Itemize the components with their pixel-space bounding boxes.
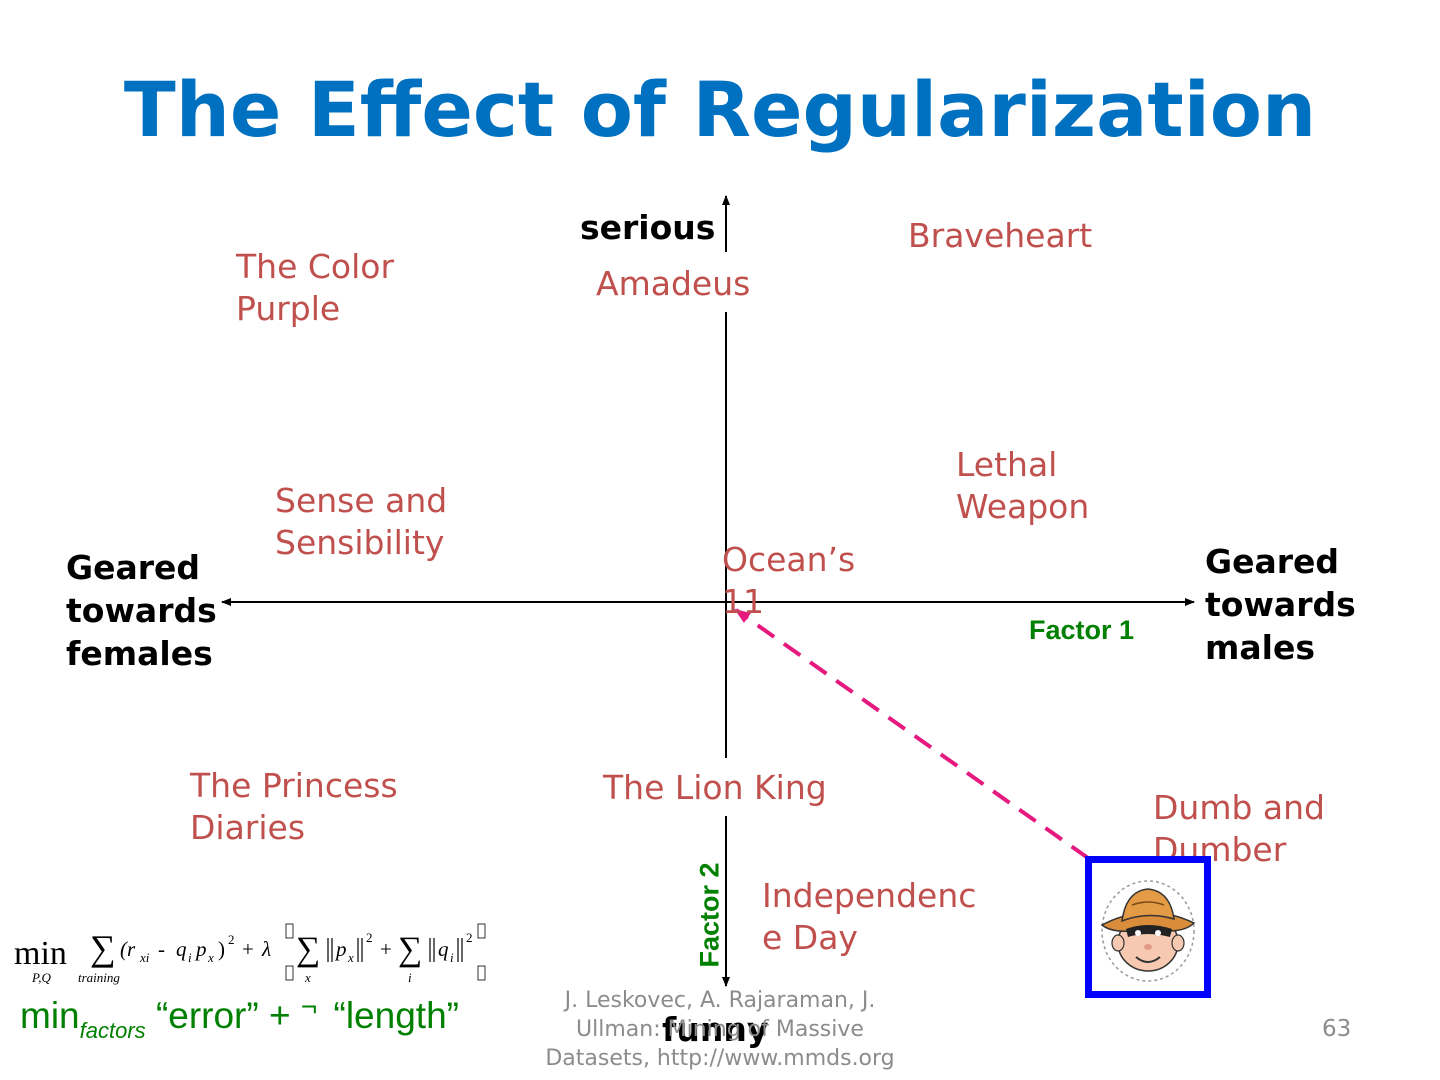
user-vector-arrow <box>734 608 1090 860</box>
axis-label-females: Geared towards females <box>66 548 217 673</box>
formula-sum-sub-x: x <box>304 970 311 985</box>
formula-power-3: 2 <box>466 930 473 945</box>
objective-lambda: ¬ <box>300 991 318 1022</box>
formula-sum-3: ∑ <box>398 931 422 968</box>
formula-p-2-sub: x <box>347 950 354 965</box>
formula-power-2: 2 <box>366 930 373 945</box>
objective-summary: minfactors “error” + ¬ “length” <box>20 991 459 1043</box>
formula-sum-sub-i: i <box>408 970 412 985</box>
user-avatar-frame <box>1085 856 1211 998</box>
axis-label-serious: serious <box>580 208 716 247</box>
objective-formula: min P,Q ∑ training (r xi - q i p x ) 2 +… <box>14 923 486 985</box>
movie-lethal-weapon: Lethal Weapon <box>956 445 1090 526</box>
formula-min-sub: P,Q <box>31 970 52 985</box>
movie-independence-day: Independenc e Day <box>762 876 977 957</box>
objective-min-sub: factors <box>79 1018 146 1043</box>
axis-label-males: Geared towards males <box>1205 542 1356 667</box>
movie-color-purple: The Color Purple <box>236 247 395 328</box>
factor-2-label: Factor 2 <box>694 862 725 968</box>
formula-paren-r: (r <box>120 937 136 961</box>
formula-p: p <box>194 937 207 961</box>
objective-error: “error” <box>155 995 259 1036</box>
movie-sense-sensibility: Sense and Sensibility <box>275 481 448 562</box>
formula-sum-1: ∑ <box>90 928 116 968</box>
factor-1-label: Factor 1 <box>1029 615 1135 645</box>
axis-label-funny: funny <box>662 1010 769 1049</box>
formula-q-2-sub: i <box>450 950 454 965</box>
objective-min: min <box>20 995 80 1036</box>
formula-close-paren: ) <box>218 937 225 961</box>
objective-plus: + <box>268 995 291 1036</box>
formula-sum-2: ∑ <box>296 931 320 968</box>
formula-plus-2: + <box>380 937 392 961</box>
page-number: 63 <box>1322 1016 1352 1042</box>
footer-citation: J. Leskovec, A. Rajaraman, J. Ullman: Mi… <box>545 988 895 1071</box>
slide-title: The Effect of Regularization <box>123 65 1317 154</box>
movie-dumb-and-dumber: Dumb and Dumber <box>1153 788 1325 869</box>
formula-power-1: 2 <box>228 932 235 947</box>
formula-p-2: p <box>334 937 347 961</box>
formula-sum-sub-training: training <box>78 970 120 985</box>
formula-p-sub: x <box>207 950 214 965</box>
formula-r-sub: xi <box>139 950 150 965</box>
movie-amadeus: Amadeus <box>596 264 751 303</box>
objective-length: “length” <box>333 995 459 1036</box>
formula-minus: - <box>158 937 165 961</box>
movie-lion-king: The Lion King <box>603 768 827 807</box>
formula-q-2: q <box>438 937 449 961</box>
cowboy-user-icon <box>1100 880 1196 982</box>
formula-min: min <box>14 935 67 972</box>
formula-plus-1: + <box>242 937 254 961</box>
movie-braveheart: Braveheart <box>908 216 1093 255</box>
movie-oceans-11: Ocean’s 11 <box>722 540 856 621</box>
formula-lambda: λ <box>261 937 271 961</box>
formula-q: q <box>176 937 187 961</box>
formula-q-sub: i <box>188 950 192 965</box>
movie-princess-diaries: The Princess Diaries <box>190 766 398 847</box>
